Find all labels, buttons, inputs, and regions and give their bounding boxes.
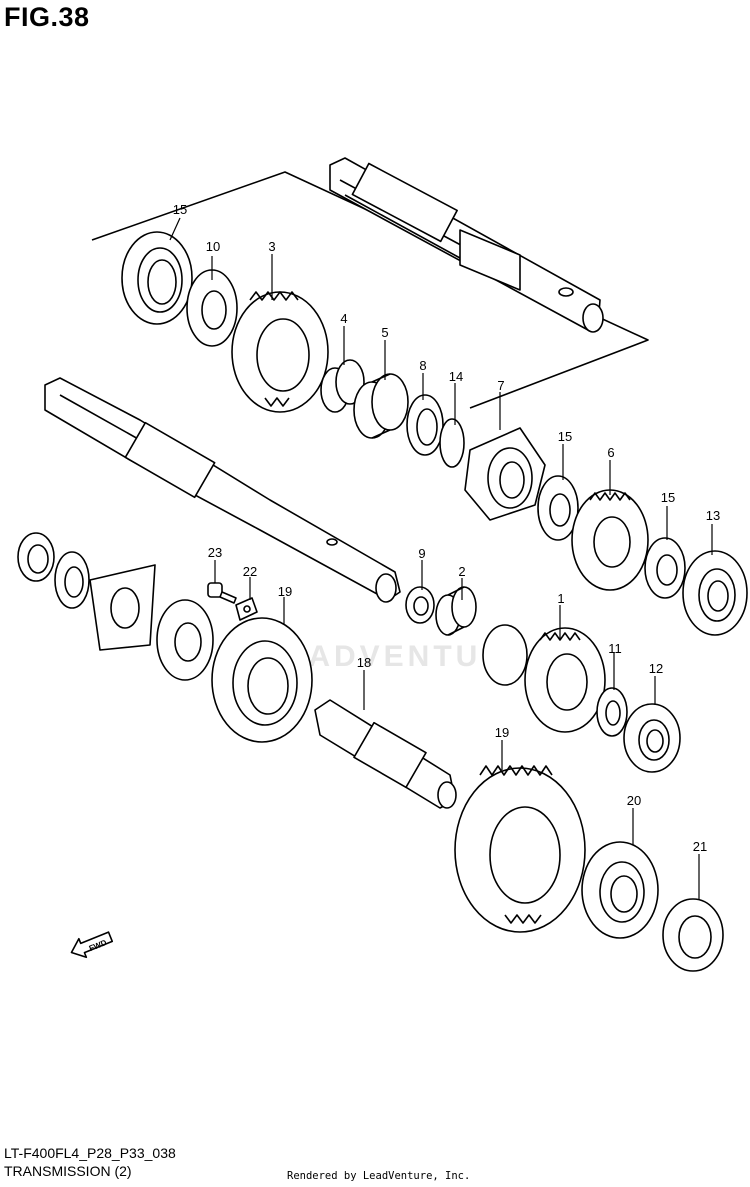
callout-9: 9	[418, 546, 426, 561]
washer-left	[54, 551, 90, 609]
callout-22: 22	[242, 564, 258, 579]
callout-20: 20	[626, 793, 642, 808]
figure-title: FIG.38	[4, 2, 90, 32]
callout-13: 13	[705, 508, 721, 523]
bearing-16	[121, 231, 193, 325]
callout-12: 12	[648, 661, 664, 676]
washer-large	[156, 599, 214, 681]
callout-18: 19	[494, 725, 510, 740]
callout-5: 5	[381, 325, 389, 340]
callout-15a: 15	[557, 429, 573, 444]
callout-10: 10	[205, 239, 221, 254]
needle-bearing-5	[353, 373, 409, 439]
plate-22	[235, 597, 258, 621]
callout-2: 2	[458, 564, 466, 579]
washer-11	[596, 687, 628, 737]
oil-seal-21	[662, 898, 724, 972]
callout-3: 3	[268, 239, 276, 254]
washer-9	[405, 586, 435, 624]
callout-15b: 15	[660, 490, 676, 505]
bearing-19	[211, 617, 313, 743]
callout-7: 7	[497, 378, 505, 393]
callout-19: 19	[277, 584, 293, 599]
fwd-arrow	[70, 931, 114, 959]
callout-1: 1	[557, 591, 565, 606]
callout-4: 4	[340, 311, 348, 326]
callout-6: 6	[607, 445, 615, 460]
bearing-12	[623, 703, 681, 773]
washer-15b	[644, 537, 686, 599]
gear-18	[454, 765, 586, 933]
secondary-shaft-17	[314, 699, 457, 809]
washer-15a	[537, 475, 579, 541]
bearing-13	[682, 550, 748, 636]
washer-10	[186, 269, 238, 347]
bolt-23	[207, 582, 237, 604]
callout-21: 21	[692, 839, 708, 854]
gear-7	[464, 427, 546, 521]
gear-6	[571, 489, 649, 591]
bevel-gear	[89, 564, 156, 651]
model-code: LT-F400FL4_P28_P33_038	[4, 1145, 176, 1161]
rendered-by: Rendered by LeadVenture, Inc.	[287, 1170, 471, 1182]
needle-bearing-2	[435, 586, 477, 636]
gear-1	[482, 624, 606, 733]
callout-11: 11	[608, 641, 622, 656]
oil-seal-left	[17, 532, 55, 582]
washer-8	[406, 394, 444, 456]
bearing-20	[581, 841, 659, 939]
callout-23: 23	[207, 545, 223, 560]
callout-8: 8	[419, 358, 427, 373]
countershaft	[329, 157, 604, 333]
section-title: TRANSMISSION (2)	[4, 1163, 132, 1179]
callout-16: 15	[172, 202, 188, 217]
leader-lines	[169, 217, 713, 900]
driveshaft	[44, 377, 401, 603]
callout-14: 14	[448, 369, 464, 384]
gear-3	[231, 291, 329, 413]
circlip-14	[439, 418, 465, 468]
callout-17: 18	[356, 655, 372, 670]
